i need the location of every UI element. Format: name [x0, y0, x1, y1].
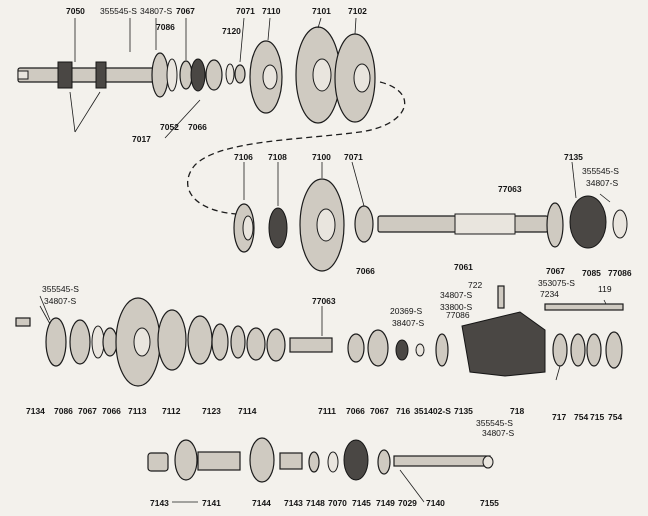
row1-parts: [17, 26, 376, 124]
part-labels: 7050 355545-S 34807-S 7067 7086 7071 711…: [26, 6, 632, 508]
row4-parts: [147, 437, 494, 483]
label-7085: 7085: [582, 268, 601, 278]
label-77063: 77063: [498, 184, 522, 194]
label-7234: 7234: [540, 289, 559, 299]
label-355545-s-c: 355545-S: [42, 284, 79, 294]
label-34807-s-d: 34807-S: [440, 290, 472, 300]
label-34807-s: 34807-S: [140, 6, 172, 16]
label-7135: 7135: [564, 152, 583, 162]
label-77086: 77086: [608, 268, 632, 278]
label-718: 718: [510, 406, 524, 416]
label-7029: 7029: [398, 498, 417, 508]
label-7066-c: 7066: [102, 406, 121, 416]
label-7067-b: 7067: [546, 266, 565, 276]
label-119: 119: [598, 284, 612, 294]
row3-parts: [15, 285, 624, 387]
label-7067-d: 7067: [370, 406, 389, 416]
label-7067-c: 7067: [78, 406, 97, 416]
label-7071-b: 7071: [344, 152, 363, 162]
label-7101: 7101: [312, 6, 331, 16]
label-7086-b: 7086: [54, 406, 73, 416]
label-77063-b: 77063: [312, 296, 336, 306]
label-754-b: 754: [608, 412, 622, 422]
label-7149: 7149: [376, 498, 395, 508]
label-7100: 7100: [312, 152, 331, 162]
row2-parts: [233, 178, 628, 272]
label-7086: 7086: [156, 22, 175, 32]
label-7155: 7155: [480, 498, 499, 508]
label-355545-s-d: 355545-S: [476, 418, 513, 428]
label-355545-s: 355545-S: [100, 6, 137, 16]
label-34807-s-b: 34807-S: [586, 178, 618, 188]
label-7112: 7112: [162, 406, 181, 416]
label-7106: 7106: [234, 152, 253, 162]
label-38407-s: 38407-S: [392, 318, 424, 328]
label-355545-s-b: 355545-S: [582, 166, 619, 176]
label-7113: 7113: [128, 406, 147, 416]
label-7108: 7108: [268, 152, 287, 162]
label-77086-b: 77086: [446, 310, 470, 320]
label-7066-b: 7066: [356, 266, 375, 276]
label-7050: 7050: [66, 6, 85, 16]
label-7066-d: 7066: [346, 406, 365, 416]
label-7120: 7120: [222, 26, 241, 36]
label-717: 717: [552, 412, 566, 422]
label-7017: 7017: [132, 134, 151, 144]
label-716: 716: [396, 406, 410, 416]
label-33800-s: 33800-S: [440, 302, 472, 312]
label-7141: 7141: [202, 498, 221, 508]
label-7148: 7148: [306, 498, 325, 508]
label-20369-s: 20369-S: [390, 306, 422, 316]
label-754: 754: [574, 412, 588, 422]
label-7134: 7134: [26, 406, 45, 416]
label-7102: 7102: [348, 6, 367, 16]
label-7135-b: 7135: [454, 406, 473, 416]
label-7070: 7070: [328, 498, 347, 508]
label-351402-s: 351402-S: [414, 406, 451, 416]
label-722: 722: [468, 280, 482, 290]
label-7061: 7061: [454, 262, 473, 272]
label-7066: 7066: [188, 122, 207, 132]
label-7145: 7145: [352, 498, 371, 508]
label-7071: 7071: [236, 6, 255, 16]
label-34807-s-e: 34807-S: [482, 428, 514, 438]
label-7114: 7114: [238, 406, 257, 416]
label-7111: 7111: [318, 406, 336, 416]
label-353075-s: 353075-S: [538, 278, 575, 288]
label-7110: 7110: [262, 6, 281, 16]
label-34807-s-c: 34807-S: [44, 296, 76, 306]
leader-lines: [39, 17, 611, 503]
label-7143-b: 7143: [284, 498, 303, 508]
label-7140: 7140: [426, 498, 445, 508]
connector-dash-line: [187, 81, 406, 215]
label-7144: 7144: [252, 498, 271, 508]
label-7123: 7123: [202, 406, 221, 416]
label-7052: 7052: [160, 122, 179, 132]
label-715: 715: [590, 412, 604, 422]
label-7067: 7067: [176, 6, 195, 16]
label-7143: 7143: [150, 498, 169, 508]
